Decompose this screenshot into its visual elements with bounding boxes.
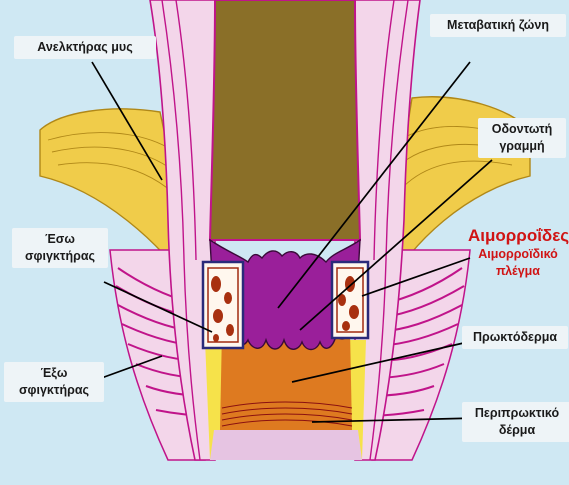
hemorrhoid-box-left bbox=[201, 260, 245, 350]
label-transition-zone: Μεταβατική ζώνη bbox=[430, 14, 566, 37]
anoderm-zone bbox=[220, 330, 352, 430]
anal-opening bbox=[210, 430, 362, 460]
label-internal-sphincter: Έσω σφιγκτήρας bbox=[12, 228, 108, 268]
label-hemorrhoids: Αιμορροΐδες Αιμορροϊδικό πλέγμα bbox=[468, 226, 569, 278]
rectal-lumen bbox=[208, 0, 362, 241]
rectal-wall bbox=[149, 0, 421, 461]
label-anoderm: Πρωκτόδερμα bbox=[462, 326, 568, 349]
pointer-lines bbox=[91, 61, 493, 423]
label-external-sphincter: Έξω σφιγκτήρας bbox=[4, 362, 104, 402]
anoderm-stripes bbox=[221, 401, 353, 427]
label-perianal-skin: Περιπρωκτικό δέρμα bbox=[462, 402, 569, 442]
label-dentate-line: Οδοντωτή γραμμή bbox=[478, 118, 566, 158]
hemorrhoid-box-right bbox=[330, 260, 370, 340]
label-levator-muscle: Ανελκτήρας μυς bbox=[14, 36, 156, 59]
